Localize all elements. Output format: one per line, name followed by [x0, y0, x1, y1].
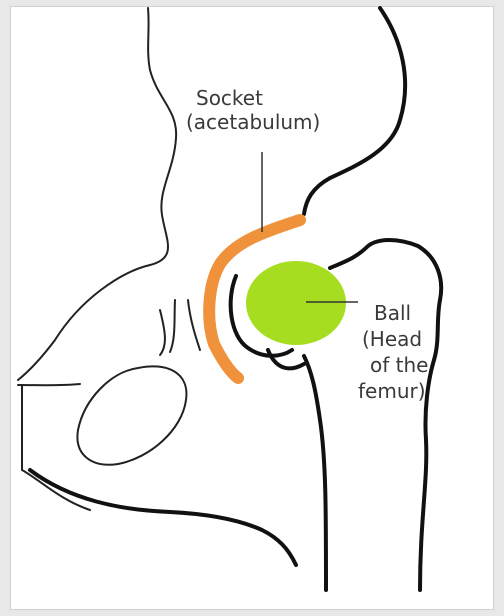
pelvis-inner-line [18, 384, 80, 385]
ball-head-of-femur [246, 261, 346, 345]
lower-pelvis-outline [30, 470, 296, 565]
ball-label-line4: femur) [358, 378, 428, 404]
ball-label-line3: of the [370, 352, 428, 378]
socket-label: Socket (acetabulum) [196, 86, 320, 134]
ball-label-line1: Ball [374, 300, 428, 326]
socket-label-line2: (acetabulum) [186, 110, 320, 134]
pelvis-detail-3 [188, 300, 200, 350]
pelvis-outline [18, 8, 176, 380]
pelvis-detail-1 [160, 310, 165, 355]
pelvis-detail-2 [170, 300, 175, 352]
femur-shaft-left [304, 356, 326, 590]
ball-label-line2: (Head [362, 326, 428, 352]
socket-label-line1: Socket [196, 86, 320, 110]
femur-neck-top [330, 240, 441, 300]
obturator-foramen [77, 366, 186, 464]
ball-label: Ball (Head of the femur) [362, 300, 428, 404]
